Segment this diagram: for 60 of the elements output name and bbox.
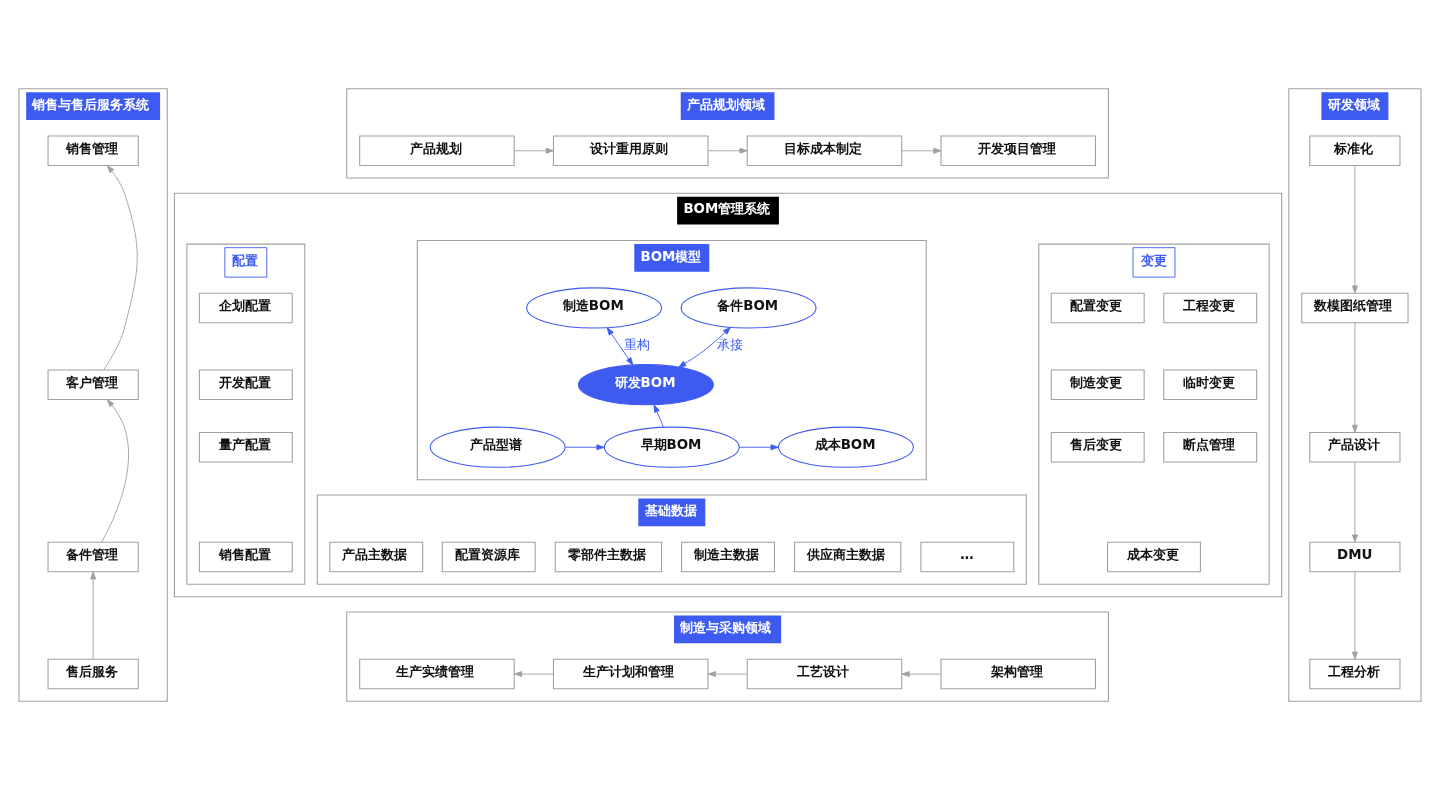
arrow xyxy=(739,443,779,450)
node-ellipse: 研发BOM xyxy=(577,363,714,405)
arrow xyxy=(707,147,748,154)
node-ellipse: 早期BOM xyxy=(603,426,740,468)
node-box: 供应商主数据 xyxy=(794,541,902,572)
node-box: 产品设计 xyxy=(1309,431,1401,462)
arrow xyxy=(606,326,634,365)
node-box: 销售管理 xyxy=(47,135,139,166)
edge-label: 重构 xyxy=(624,336,651,352)
arrow xyxy=(901,147,942,154)
node-box: 数模图纸管理 xyxy=(1301,292,1409,323)
node-box: 开发配置 xyxy=(198,368,293,400)
arrow xyxy=(514,147,554,154)
arrow xyxy=(707,670,748,677)
node-box: 工程变更 xyxy=(1163,292,1258,323)
node-box: 制造主数据 xyxy=(681,541,775,572)
node-box: 零部件主数据 xyxy=(554,541,663,572)
node-box: 生产实绩管理 xyxy=(359,658,515,689)
node-box: 临时变更 xyxy=(1163,368,1258,400)
node-box: 目标成本制定 xyxy=(746,135,903,166)
arrow xyxy=(901,670,942,677)
node-box: 断点管理 xyxy=(1163,431,1258,462)
node-box: DMU xyxy=(1309,541,1401,572)
node-box: 配置资源库 xyxy=(441,541,536,572)
node-box: 产品规划 xyxy=(359,135,515,166)
arrow xyxy=(1351,570,1358,660)
arrow xyxy=(564,443,605,450)
arrow xyxy=(1351,461,1358,542)
node-box: … xyxy=(920,541,1015,572)
node-box: 制造变更 xyxy=(1050,368,1145,400)
node-box: 售后服务 xyxy=(47,658,139,689)
node-box: 备件管理 xyxy=(47,541,139,572)
arrow xyxy=(653,403,664,427)
node-box: 客户管理 xyxy=(47,368,139,400)
arrow xyxy=(1351,164,1358,294)
edge-label: 承接 xyxy=(717,336,744,352)
node-ellipse: 产品型谱 xyxy=(429,426,566,468)
node-box: 工程分析 xyxy=(1309,658,1401,689)
node-box: 企划配置 xyxy=(198,292,293,323)
node-ellipse: 制造BOM xyxy=(526,286,663,329)
arrow xyxy=(678,326,731,368)
node-box: 产品主数据 xyxy=(329,541,424,572)
arrow xyxy=(90,570,97,660)
node-box: 销售配置 xyxy=(198,541,293,572)
node-box: 成本变更 xyxy=(1107,541,1201,572)
arrow xyxy=(103,164,138,370)
node-box: 售后变更 xyxy=(1050,431,1145,462)
arrow xyxy=(101,398,129,542)
node-box: 架构管理 xyxy=(940,658,1097,689)
node-box: 量产配置 xyxy=(198,431,293,462)
node-ellipse: 成本BOM xyxy=(777,426,914,468)
node-box: 生产计划和管理 xyxy=(552,658,709,689)
node-box: 工艺设计 xyxy=(746,658,903,689)
arrow xyxy=(1351,321,1358,433)
node-box: 设计重用原则 xyxy=(552,135,709,166)
node-box: 配置变更 xyxy=(1050,292,1145,323)
node-box: 开发项目管理 xyxy=(940,135,1097,166)
arrow xyxy=(514,670,554,677)
node-ellipse: 备件BOM xyxy=(680,286,817,329)
node-box: 标准化 xyxy=(1309,135,1401,166)
